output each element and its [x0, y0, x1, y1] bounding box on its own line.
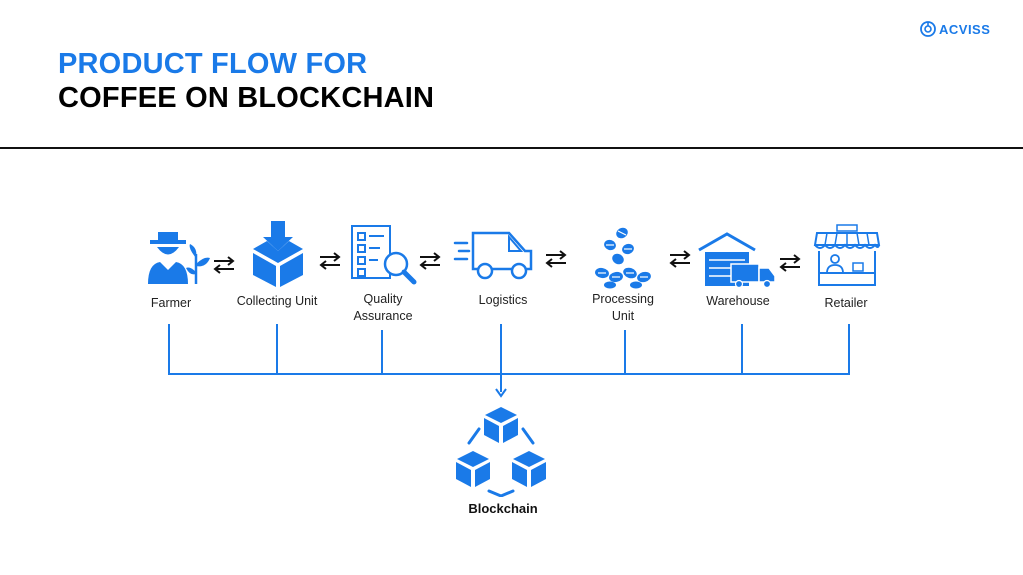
delivery-truck-icon	[453, 231, 533, 280]
bidirectional-arrows-icon	[779, 254, 801, 272]
coffee-beans-icon	[595, 227, 651, 289]
stage-label-farmer: Farmer	[150, 296, 192, 310]
collecting-box-icon	[253, 221, 303, 287]
bidirectional-arrows-icon	[319, 252, 341, 270]
farmer-icon	[148, 232, 210, 284]
stage-label-warehouse: Warehouse	[706, 294, 770, 308]
header-divider	[0, 147, 1023, 149]
page-title-line2: COFFEE ON BLOCKCHAIN	[58, 82, 435, 114]
acviss-logo-icon	[920, 21, 936, 37]
brand-name: ACVISS	[939, 21, 991, 37]
page-title-line1: PRODUCT FLOW FOR	[58, 48, 368, 80]
bidirectional-arrows-icon	[213, 256, 235, 274]
stage-label-quality-assurance: Quality Assurance	[353, 292, 413, 323]
stage-label-collecting-unit: Collecting Unit	[236, 294, 318, 308]
checklist-magnifier-icon	[351, 225, 417, 285]
blockchain-label: Blockchain	[468, 501, 538, 516]
bidirectional-arrows-icon	[669, 250, 691, 268]
stage-label-processing-unit: Processing Unit	[592, 292, 654, 323]
stage-label-retailer: Retailer	[824, 296, 868, 310]
blockchain-cubes-icon	[456, 407, 546, 497]
brand-logo: ACVISS	[920, 21, 990, 37]
stage-label-logistics: Logistics	[478, 293, 528, 307]
bidirectional-arrows-icon	[545, 250, 567, 268]
warehouse-icon	[698, 232, 776, 288]
bidirectional-arrows-icon	[419, 252, 441, 270]
shop-icon	[813, 224, 881, 286]
